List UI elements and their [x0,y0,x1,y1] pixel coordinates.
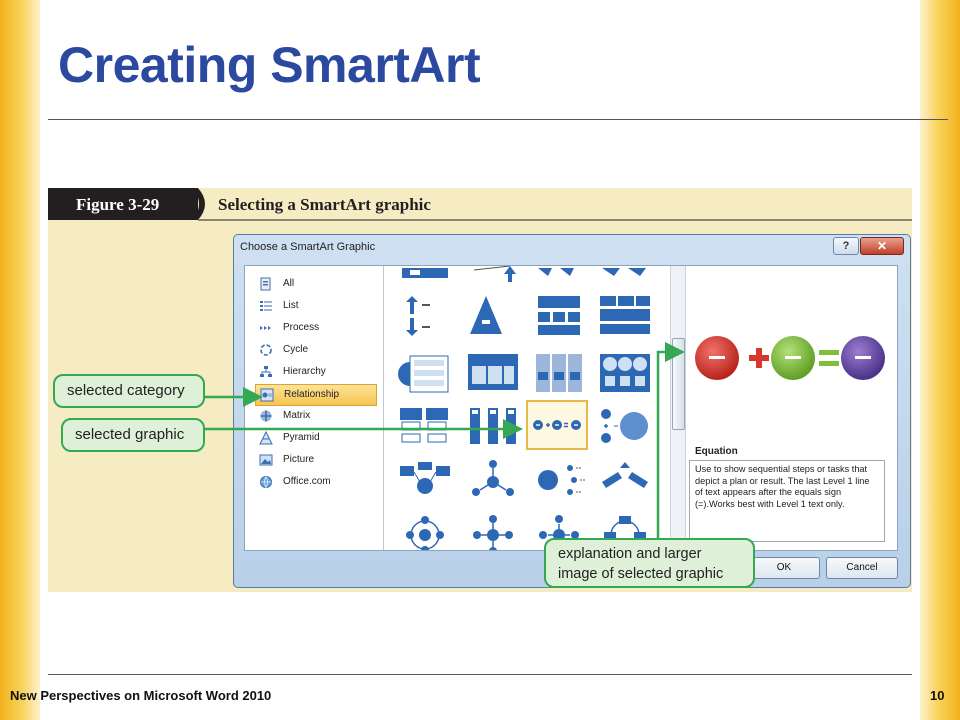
dialog-title: Choose a SmartArt Graphic [240,241,376,253]
graphic-thumbnail[interactable] [396,512,454,550]
footer-text: New Perspectives on Microsoft Word 2010 [10,688,272,703]
category-office-com[interactable]: Office.com [255,472,375,492]
figure-header-rule [198,219,912,221]
category-picture[interactable]: Picture [255,450,375,470]
left-decorative-bar [0,0,40,720]
graphic-thumbnail[interactable] [464,294,522,340]
hierarchy-icon [260,366,272,377]
plus-sign [749,348,769,368]
category-pyramid[interactable]: Pyramid [255,428,375,448]
process-icon [260,326,271,330]
graphic-thumbnail[interactable] [396,294,454,340]
graphic-thumbnail[interactable] [396,404,454,450]
graphic-thumbnail[interactable] [396,458,454,504]
category-label: Office.com [283,476,331,487]
dialog-body: All List Process Cycle Hierarchy [244,265,898,551]
pyramid-icon [259,431,273,445]
category-all[interactable]: All [255,274,375,294]
all-icon [260,277,271,291]
slide-title: Creating SmartArt [58,37,481,93]
graphic-thumbnail[interactable] [596,266,654,284]
category-label: Cycle [283,344,309,355]
graphic-thumbnail[interactable] [596,404,654,450]
category-label: Process [283,322,320,333]
callout-selected-graphic: selected graphic [61,418,205,452]
category-label: Matrix [283,410,311,421]
graphic-thumbnail[interactable] [530,350,588,396]
figure-number: Figure 3-29 [76,195,160,214]
figure-panel: Figure 3-29 Selecting a SmartArt graphic… [48,188,912,592]
graphic-thumbnail[interactable] [530,294,588,340]
list-icon [260,301,272,311]
relationship-icon [260,388,274,402]
category-label: Pyramid [283,432,320,443]
figure-header: Figure 3-29 Selecting a SmartArt graphic [48,188,912,221]
graphic-thumbnail[interactable] [530,266,588,284]
category-label: Relationship [284,389,340,400]
preview-graphic-name: Equation [695,446,738,457]
graphic-thumbnail[interactable] [464,350,522,396]
cancel-button[interactable]: Cancel [826,557,898,579]
graphic-gallery [384,266,670,550]
callout-explanation-line2: image of selected graphic [558,566,724,582]
figure-number-shape [48,188,258,220]
cycle-icon [260,344,272,356]
figure-caption: Selecting a SmartArt graphic [218,195,431,214]
equals-sign-top [819,350,839,355]
category-label: Hierarchy [283,366,326,377]
equation-preview-graphic [695,336,885,380]
picture-icon [259,454,273,466]
graphic-thumbnail[interactable] [464,458,522,504]
globe-icon [260,476,272,489]
right-decorative-bar [920,0,960,720]
category-cycle[interactable]: Cycle [255,340,375,360]
graphic-thumbnail[interactable] [596,294,654,340]
graphic-thumbnail[interactable] [396,266,454,284]
category-matrix[interactable]: Matrix [255,406,375,426]
equals-sign-bottom [819,361,839,366]
preview-pane: Equation Use to show sequential steps or… [685,266,897,550]
title-divider [48,119,948,120]
ok-button[interactable]: OK [748,557,820,579]
callout-selected-category: selected category [53,374,205,408]
graphic-thumbnail-equation-selected[interactable] [526,400,588,450]
callout-explanation: explanation and larger image of selected… [544,538,755,588]
figure-number-box: Figure 3-29 [48,188,258,220]
category-list-item[interactable]: List [255,296,375,316]
callout-explanation-line1: explanation and larger [558,546,702,562]
graphic-thumbnail[interactable] [596,350,654,396]
matrix-icon [260,410,272,422]
help-button[interactable]: ? [833,237,859,255]
gallery-scrollbar[interactable] [670,266,686,550]
category-hierarchy[interactable]: Hierarchy [255,362,375,382]
graphic-thumbnail[interactable] [396,350,454,396]
footer-divider [48,674,912,675]
graphic-thumbnail[interactable] [464,404,522,450]
category-label: List [283,300,299,311]
graphic-thumbnail[interactable] [464,512,522,550]
scrollbar-thumb[interactable] [672,338,685,430]
category-label: All [283,278,295,289]
page-number: 10 [930,688,945,703]
category-process[interactable]: Process [255,318,375,338]
category-relationship[interactable]: Relationship [255,384,377,406]
preview-description: Use to show sequential steps or tasks th… [689,460,885,542]
smartart-dialog: Choose a SmartArt Graphic ? ✕ All List P… [233,234,911,588]
graphic-thumbnail[interactable] [530,458,588,504]
category-label: Picture [283,454,315,465]
category-list: All List Process Cycle Hierarchy [245,266,384,550]
close-button[interactable]: ✕ [860,237,904,255]
graphic-thumbnail[interactable] [596,458,654,504]
graphic-thumbnail[interactable] [464,266,522,284]
